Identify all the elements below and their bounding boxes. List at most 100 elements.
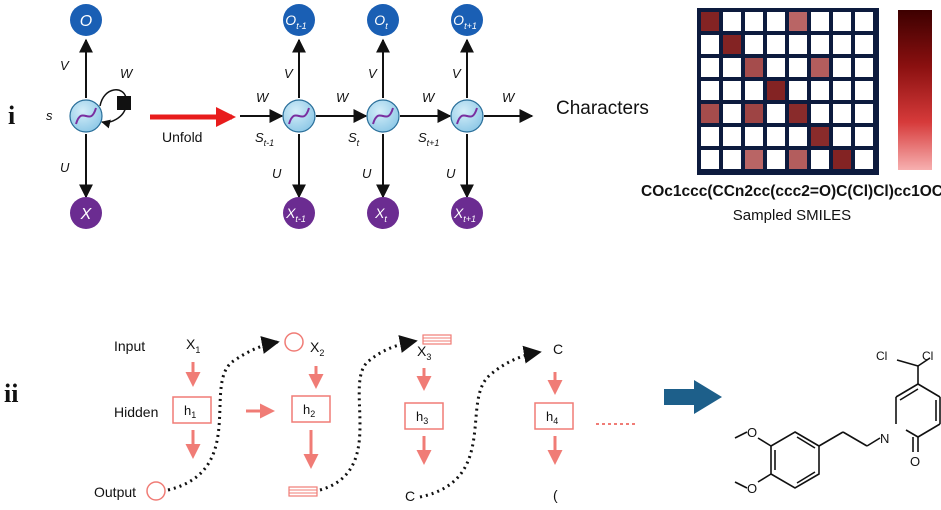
folded-rnn: O X s V U W <box>46 4 134 229</box>
hidden-label-4: h4 <box>546 409 558 426</box>
heatmap-cell <box>701 12 719 31</box>
w-label-3: W <box>422 90 436 105</box>
heatmap-cell <box>701 104 719 123</box>
unrolled-rnn: Ot-1 Ot Ot+1 Xt-1 Xt Xt+1 V V V U U U W … <box>240 4 534 229</box>
heatmap-cell <box>723 35 741 54</box>
step-4: C h4 ( <box>534 341 636 503</box>
heatmap-cell <box>855 58 873 77</box>
heatmap-cell <box>723 127 741 146</box>
heatmap-cell <box>723 104 741 123</box>
u-label-2: U <box>362 166 372 181</box>
step-1: X1 h1 <box>146 336 212 501</box>
output-label-t+1: Ot+1 <box>453 12 477 31</box>
output-node-t <box>367 4 399 36</box>
hidden-box-4 <box>534 402 574 430</box>
sampled-smiles-label: Sampled SMILES <box>733 207 851 224</box>
heatmap-cell <box>701 58 719 77</box>
panel-i-label: i <box>8 101 15 130</box>
heatmap-cell <box>811 81 829 100</box>
heatmap-cell <box>723 150 741 169</box>
heatmap-cell <box>789 150 807 169</box>
output-node-t-1 <box>283 4 315 36</box>
result-arrow <box>664 380 722 414</box>
heatmap-cell <box>767 150 785 169</box>
atom-n: N <box>880 431 889 446</box>
heatmap-cell <box>767 81 785 100</box>
recurrent-loop <box>99 89 127 107</box>
heatmap-cell <box>811 127 829 146</box>
heatmap-cell <box>811 58 829 77</box>
hidden-label-2: h2 <box>303 402 315 419</box>
output-label-t: Ot <box>374 12 388 31</box>
heatmap-cell <box>855 12 873 31</box>
folded-input-label: X <box>80 206 93 223</box>
heatmap-cell <box>767 35 785 54</box>
heatmap-cell <box>701 127 719 146</box>
heatmap-cell <box>723 81 741 100</box>
heatmap-cell <box>855 127 873 146</box>
output-label-t-1: Ot-1 <box>285 12 306 31</box>
heatmap-cell <box>855 81 873 100</box>
input-node-t+1 <box>451 197 483 229</box>
unfold-label: Unfold <box>162 129 202 145</box>
atom-cl-2: Cl <box>922 349 933 363</box>
heatmap-cell <box>745 104 763 123</box>
state-label-t: St <box>348 130 360 148</box>
heatmap-cell <box>855 35 873 54</box>
heatmap-cell <box>789 35 807 54</box>
input-node-t-1 <box>283 197 315 229</box>
hidden-label-3: h3 <box>416 409 428 426</box>
heatmap-cell <box>745 58 763 77</box>
step-3: X3 h3 C <box>404 334 452 504</box>
hidden-box-1 <box>172 396 212 424</box>
panel-ii-label: ii <box>4 379 18 408</box>
step3-input: X3 <box>417 343 431 362</box>
heatmap-cell <box>833 127 851 146</box>
heatmap-colorbar <box>898 10 932 170</box>
atom-o-methoxy-2: O <box>747 481 757 496</box>
row-label-hidden: Hidden <box>114 404 158 420</box>
heatmap-cell <box>789 104 807 123</box>
heatmap-cell <box>811 104 829 123</box>
state-label-t-1: St-1 <box>255 130 274 148</box>
smiles-string: COc1ccc(CCn2cc(ccc2=O)C(Cl)Cl)cc1OC <box>641 183 941 200</box>
heatmap-cell <box>833 81 851 100</box>
folded-w-label: W <box>120 66 134 81</box>
heatmap-cell <box>833 150 851 169</box>
heatmap-cell <box>767 12 785 31</box>
folded-output-node <box>70 4 102 36</box>
heatmap-cell <box>723 12 741 31</box>
heatmap-cell <box>789 81 807 100</box>
attention-heatmap <box>697 8 879 175</box>
characters-label: Characters <box>556 98 649 119</box>
row-label-output: Output <box>94 484 136 500</box>
heatmap-cell <box>701 35 719 54</box>
folded-state-label: s <box>46 108 53 123</box>
folded-output-label: O <box>80 13 92 30</box>
heatmap-cell <box>767 58 785 77</box>
step4-input: C <box>553 341 563 357</box>
heatmap-cell <box>723 58 741 77</box>
heatmap-cell <box>833 12 851 31</box>
heatmap-cell <box>811 12 829 31</box>
heatmap-cell <box>745 127 763 146</box>
heatmap-cell <box>855 150 873 169</box>
u-label-3: U <box>446 166 456 181</box>
molecule-structure <box>734 357 941 489</box>
v-label-3: V <box>452 66 462 81</box>
hidden-label-1: h1 <box>184 403 196 420</box>
heatmap-cell <box>833 104 851 123</box>
heatmap-cell <box>745 35 763 54</box>
heatmap-cell <box>811 150 829 169</box>
v-label-1: V <box>284 66 294 81</box>
heatmap-cell <box>833 58 851 77</box>
heatmap-cell <box>745 12 763 31</box>
heatmap-cell <box>811 35 829 54</box>
state-label-t+1: St+1 <box>418 130 439 148</box>
v-label-2: V <box>368 66 378 81</box>
input-label-t: Xt <box>374 205 387 224</box>
folded-input-node <box>70 197 102 229</box>
feedback-arrow-3 <box>419 345 542 499</box>
heatmap-cell <box>789 12 807 31</box>
